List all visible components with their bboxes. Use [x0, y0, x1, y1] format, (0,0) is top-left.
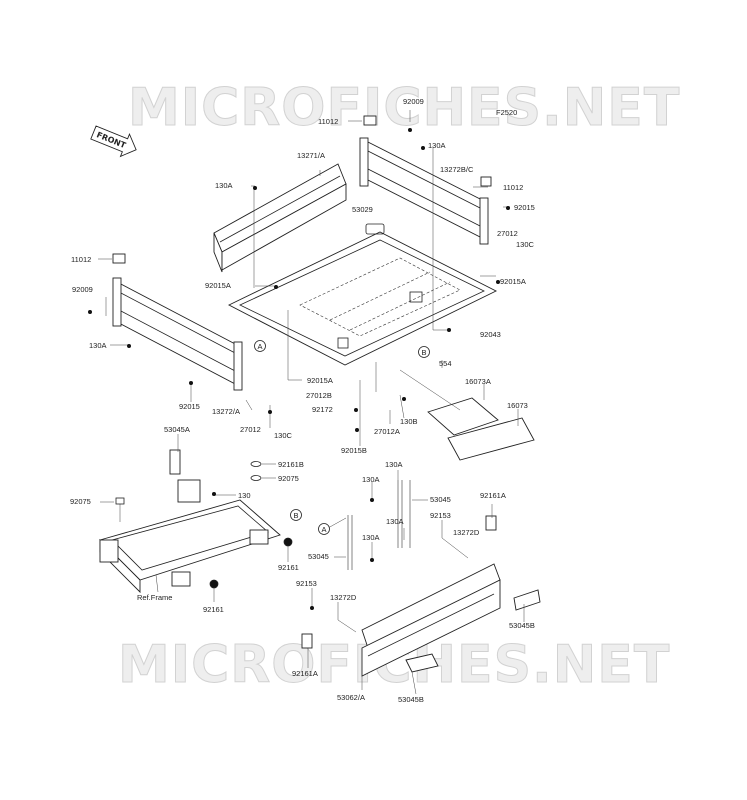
mat-16073 [447, 417, 535, 461]
part-label: 130B [400, 417, 418, 426]
part-label: 130A [386, 517, 404, 526]
part-label: 130 [238, 491, 251, 500]
part-label: 53045A [164, 425, 190, 434]
leader-lines [98, 110, 525, 695]
part-label: 13271/A [297, 151, 325, 160]
cap-11012-right [480, 176, 492, 187]
part-label: 53045B [398, 695, 424, 704]
part-label: 92009 [403, 97, 424, 106]
frame-assembly [99, 449, 281, 594]
callout-b-top: B [418, 346, 430, 358]
part-label: 13272/A [212, 407, 240, 416]
part-label: 130A [362, 475, 380, 484]
part-label: 92015 [179, 402, 200, 411]
part-label: 53062/A [337, 693, 365, 702]
part-label: 27012 [497, 229, 518, 238]
bed-panel-left [112, 176, 492, 391]
part-label: 130A [385, 460, 403, 469]
part-label: 13272B/C [440, 165, 474, 174]
part-label: 92161 [203, 605, 224, 614]
part-label: 130A [89, 341, 107, 350]
part-label: 130C [274, 431, 293, 440]
part-label: 92161 [278, 563, 299, 572]
part-label: 92015A [307, 376, 333, 385]
callout-b-frame: B [290, 509, 302, 521]
part-label: 130C [516, 240, 535, 249]
svg-text:B: B [294, 511, 299, 520]
part-label: 13272D [453, 528, 480, 537]
part-label: 13272D [330, 593, 357, 602]
part-label: 92015 [514, 203, 535, 212]
part-label: 27012 [240, 425, 261, 434]
part-label: 92015A [205, 281, 231, 290]
bed-floor [227, 223, 498, 366]
part-label: 92015A [500, 277, 526, 286]
bed-panel-rear [213, 163, 347, 273]
part-label: 92009 [72, 285, 93, 294]
latch-53045a [169, 449, 181, 475]
part-label: 92075 [70, 497, 91, 506]
part-label: 92153 [430, 511, 451, 520]
part-label: 130A [428, 141, 446, 150]
fasteners [88, 128, 510, 610]
part-label: 554 [439, 359, 452, 368]
callout-a-cable: A [318, 523, 330, 535]
part-label: 16073A [465, 377, 491, 386]
part-label: 27012B [306, 391, 332, 400]
part-label: 92161A [292, 669, 318, 678]
figure-code: F2520 [496, 108, 517, 117]
bed-panel-right [359, 115, 489, 245]
svg-text:A: A [258, 342, 263, 351]
part-label: 27012A [374, 427, 400, 436]
part-label: 16073 [507, 401, 528, 410]
part-label: 92172 [312, 405, 333, 414]
part-label: 92153 [296, 579, 317, 588]
svg-text:B: B [422, 348, 427, 357]
part-label: 11012 [318, 117, 338, 126]
part-label: Ref.Frame [137, 593, 172, 602]
watermark-top: MICROFICHES.NET [128, 78, 680, 138]
part-label: 130A [215, 181, 233, 190]
svg-text:A: A [322, 525, 327, 534]
part-label: 53029 [352, 205, 373, 214]
mat-16073a [427, 397, 499, 436]
part-label: 92161A [480, 491, 506, 500]
part-label: 92043 [480, 330, 501, 339]
part-label: 53045 [430, 495, 451, 504]
tailgate [301, 515, 541, 677]
cap-11012-left [112, 253, 126, 264]
part-label: 92015B [341, 446, 367, 455]
callout-a-top: A [254, 340, 266, 352]
part-labels: F2520 92009 11012 13271/A 130A 130A 1327… [70, 97, 535, 704]
part-label: 11012 [503, 183, 523, 192]
part-label: 53045 [308, 552, 329, 561]
part-label: 92161B [278, 460, 304, 469]
part-label: 130A [362, 533, 380, 542]
part-label: 53045B [509, 621, 535, 630]
part-label: 92075 [278, 474, 299, 483]
cap-11012-top [363, 115, 377, 126]
part-label: 11012 [71, 255, 91, 264]
